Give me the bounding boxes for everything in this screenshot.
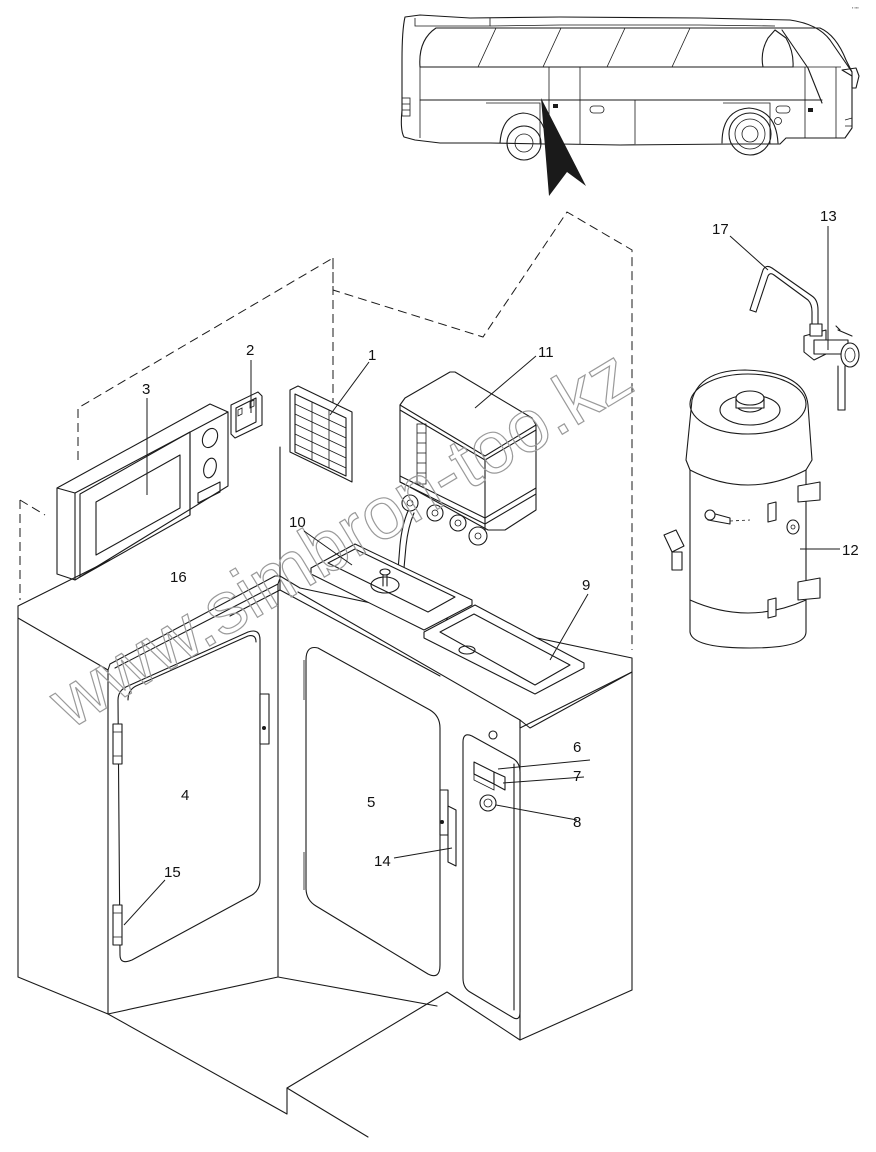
callout-7: 7 — [573, 768, 581, 785]
callout-15: 15 — [164, 864, 181, 881]
callout-9: 9 — [582, 577, 590, 594]
callout-12: 12 — [842, 542, 859, 559]
leader-15 — [123, 879, 166, 926]
microwave-oven — [56, 403, 229, 581]
swivel-faucet-spout — [749, 265, 823, 337]
rocker-switch-lower — [473, 771, 506, 791]
corner-mark: ▪ ▪▪▪ — [852, 5, 859, 10]
leader-1 — [329, 361, 370, 416]
door-latch-left — [259, 693, 270, 745]
callout-14: 14 — [374, 853, 391, 870]
sink-basin — [423, 604, 585, 695]
leader-11 — [474, 355, 537, 409]
callout-11: 11 — [538, 344, 554, 361]
leader-17 — [729, 235, 769, 271]
callout-labels: 1 2 3 4 5 6 7 8 9 10 11 12 13 14 15 16 1… — [142, 208, 859, 881]
boiler-tap-knob — [449, 514, 467, 532]
callout-3: 3 — [142, 381, 150, 398]
callout-6: 6 — [573, 739, 581, 756]
water-heater-tank — [663, 369, 821, 649]
door-hinge — [112, 904, 123, 946]
control-knob — [479, 794, 497, 812]
callout-8: 8 — [573, 814, 581, 831]
door-hinge — [112, 723, 123, 765]
callout-2: 2 — [246, 342, 254, 359]
wall-mounted-valve — [803, 325, 860, 411]
boiler-tap-knob — [468, 526, 488, 546]
leader-lines — [123, 226, 840, 926]
bus-locator — [400, 14, 860, 196]
callout-4: 4 — [181, 787, 189, 804]
door-latch — [439, 789, 457, 867]
callout-17: 17 — [712, 221, 729, 238]
water-boiler-dispenser — [397, 371, 537, 571]
ventilation-grille — [289, 385, 353, 483]
leader-7 — [502, 776, 585, 784]
boiler-tap-knob — [426, 504, 444, 522]
small-basin-with-tap — [310, 543, 473, 631]
callout-13: 13 — [820, 208, 837, 225]
leader-8 — [495, 804, 578, 821]
cabinet-door-left — [112, 630, 270, 963]
location-arrow-icon — [541, 98, 586, 196]
callout-5: 5 — [367, 794, 375, 811]
installation-area-outline — [19, 211, 633, 650]
bus-side-view-icon — [400, 14, 860, 161]
leader-9 — [549, 593, 589, 661]
callout-16: 16 — [170, 569, 187, 586]
callout-1: 1 — [368, 347, 376, 364]
control-panel — [462, 730, 521, 1020]
wall-switch — [230, 391, 263, 439]
boiler-tap-knob — [401, 494, 419, 512]
wall-corner — [229, 446, 441, 677]
leader-10 — [303, 530, 353, 566]
callout-10: 10 — [289, 514, 306, 531]
leader-6 — [497, 759, 591, 770]
cabinet-door-right — [303, 646, 457, 977]
leader-14 — [393, 847, 453, 859]
